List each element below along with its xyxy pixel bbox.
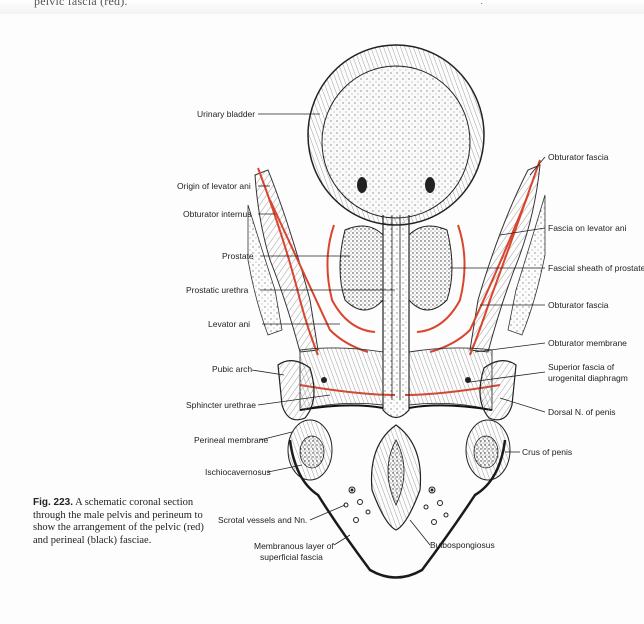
label-prostate: Prostate (222, 251, 254, 261)
urinary-bladder (308, 45, 484, 225)
label-sphincter-urethrae: Sphincter urethrae (186, 400, 256, 410)
figure-number: Fig. 223. (33, 497, 73, 508)
figure-caption: Fig. 223. A schematic coronal section th… (33, 497, 213, 547)
label-ischiocavernosus: Ischiocavernosus (205, 467, 271, 477)
label-bulbospongiosus: Bulbospongiosus (430, 540, 495, 550)
label-crus-penis: Crus of penis (522, 447, 572, 457)
label-levator-ani: Levator ani (208, 319, 250, 329)
label-superior-fascia-2: urogenital diaphragm (548, 373, 628, 383)
label-obturator-internus: Obturator internus (183, 209, 252, 219)
label-dorsal-n-penis: Dorsal N. of penis (548, 407, 616, 417)
label-obturator-fascia-top: Obturator fascia (548, 152, 608, 162)
label-membranous-layer-1: Membranous layer of (254, 541, 334, 551)
label-prostatic-urethra: Prostatic urethra (186, 285, 248, 295)
urethra (383, 215, 409, 418)
label-scrotal-vessels: Scrotal vessels and Nn. (218, 515, 307, 525)
label-pubic-arch: Pubic arch (212, 364, 252, 374)
label-perineal-membrane: Perineal membrane (194, 435, 268, 445)
bulb-of-penis (372, 425, 421, 530)
label-urinary-bladder: Urinary bladder (197, 109, 255, 119)
label-obturator-fascia-mid: Obturator fascia (548, 300, 608, 310)
label-obturator-membrane: Obturator membrane (548, 338, 627, 348)
label-membranous-layer-2: superficial fascia (260, 552, 323, 562)
label-fascial-sheath-prostate: Fascial sheath of prostate (548, 263, 644, 273)
label-superior-fascia-1: Superior fascia of (548, 362, 614, 372)
label-origin-levator-ani: Origin of levator ani (177, 181, 251, 191)
label-fascia-levator-ani: Fascia on levator ani (548, 223, 626, 233)
